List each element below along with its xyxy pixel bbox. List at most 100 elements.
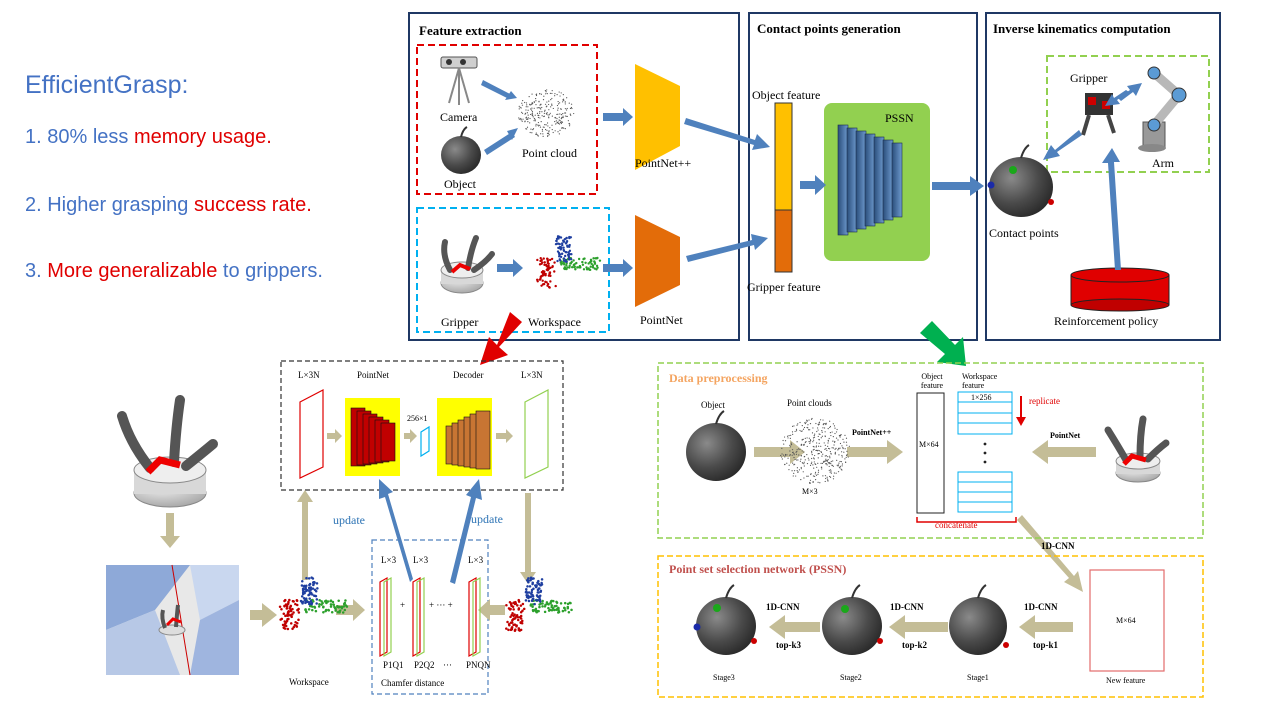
inverse-kinematics-panel (985, 12, 1221, 341)
contact-points-panel (748, 12, 978, 341)
contact-apple-icon (987, 144, 1054, 217)
update-arrows (379, 479, 482, 584)
apple-icon (441, 126, 481, 174)
object-feature-bar (774, 102, 793, 211)
stage3-apple (693, 584, 757, 655)
topk-label-1: top-k1 (1033, 640, 1059, 650)
pointnetpp-label: PointNet++ (635, 156, 692, 170)
chamfer-pq-1: P1Q1 (383, 660, 404, 670)
stage1-apple (949, 584, 1009, 655)
encoder-layers (350, 407, 396, 467)
contact-points-label: Contact points (989, 226, 1059, 240)
point-1-prefix: 1. 80% less (25, 126, 134, 148)
chamfer-pairs (379, 576, 481, 658)
gripper-icon-large (117, 395, 218, 508)
blue-arrows (481, 80, 1142, 277)
headline-point-2: 2. Higher grasping success rate. (25, 194, 312, 217)
decoder-layers (445, 410, 491, 470)
point-3-highlight: More generalizable (47, 260, 218, 282)
chamfer-plus: + (400, 600, 406, 610)
workspace-icon-bottom-right (505, 576, 573, 632)
concatenate-bracket (916, 517, 1017, 523)
chamfer-plus-dots: + ··· + (429, 600, 453, 610)
topk-label-3: top-k3 (776, 640, 802, 650)
dp-m64-label: M×64 (919, 440, 939, 449)
camera-icon (440, 56, 478, 105)
red-arrow (480, 312, 522, 365)
point-1-highlight: memory usage. (133, 126, 272, 148)
chamfer-dim-1: L×3 (381, 555, 397, 565)
output-parallelogram (524, 389, 549, 479)
pointnet-label: PointNet (640, 313, 683, 327)
dp-object-feature-label: Object feature (920, 372, 944, 390)
chamfer-dim-3: L×3 (468, 555, 484, 565)
cnn-label-3: 1D-CNN (766, 602, 800, 612)
inverse-kinematics-title: Inverse kinematics computation (993, 21, 1171, 36)
headline-title: EfficientGrasp: (25, 71, 189, 99)
chamfer-distance-label: Chamfer distance (381, 678, 445, 688)
point-3-prefix: 3. (25, 260, 48, 282)
point-2-prefix: 2. Higher grasping (25, 194, 194, 216)
headline-point-3: 3. More generalizable to grippers. (25, 260, 323, 283)
new-feature-dim: M×64 (1116, 616, 1136, 625)
pointnetpp-encoder (635, 64, 680, 170)
dp-title: Data preprocessing (669, 371, 768, 385)
cnn-label-2: 1D-CNN (890, 602, 924, 612)
stage1-label: Stage1 (967, 673, 989, 682)
stage2-label: Stage2 (840, 673, 862, 682)
workspace-feature-rows (957, 391, 1013, 513)
point-2-highlight: success rate. (193, 194, 312, 216)
workspace-icon-top (535, 235, 602, 289)
headline-point-1: 1. 80% less memory usage. (25, 126, 272, 149)
chamfer-pq-2: P2Q2 (414, 660, 435, 670)
dp-point-clouds-label: Point clouds (787, 398, 832, 408)
ae-pointnet-label: PointNet (357, 370, 390, 380)
pssn-layers (837, 124, 903, 236)
topk-label-2: top-k2 (902, 640, 928, 650)
dp-m3-label: M×3 (802, 487, 818, 496)
object-feature-label: Object feature (752, 88, 821, 102)
dp-pointnetpp-label: PointNet++ (852, 428, 892, 437)
chamfer-pq-dots: ··· (443, 660, 452, 670)
arm-label: Arm (1152, 156, 1174, 170)
pointnet-encoder (635, 215, 680, 307)
green-arrow (920, 321, 966, 366)
camera-label: Camera (440, 110, 478, 124)
stage3-label: Stage3 (713, 673, 735, 682)
pssn-label: PSSN (885, 111, 914, 125)
vertical-ellipsis (983, 442, 987, 464)
object-dashed-box (416, 44, 598, 195)
ae-decoder-label: Decoder (453, 370, 484, 380)
workspace-label: Workspace (528, 315, 582, 329)
pssn-box (657, 555, 1204, 698)
data-preprocessing-box (657, 362, 1204, 539)
input-parallelogram (299, 389, 324, 479)
dp-replicate-label: replicate (1029, 396, 1060, 406)
reinforcement-policy-label: Reinforcement policy (1054, 314, 1159, 328)
point-cloud-icon (518, 89, 575, 137)
ik-gripper-label: Gripper (1070, 71, 1108, 85)
new-feature-label: New feature (1106, 676, 1146, 685)
reinforcement-policy-cylinder (1070, 267, 1170, 312)
gripper-feature-bar (774, 209, 793, 273)
dp-apple-icon (686, 410, 746, 481)
dp-pointnet-label: PointNet (1050, 431, 1081, 440)
autoencoder-box (280, 360, 564, 491)
dp-cnn-label: 1D-CNN (1041, 541, 1075, 551)
contact-points-title: Contact points generation (757, 21, 901, 36)
feature-extraction-title: Feature extraction (419, 23, 522, 38)
pssn-title: Point set selection network (PSSN) (669, 562, 847, 576)
update-right-label: update (471, 512, 503, 526)
dp-concatenate-label: concatenate (935, 520, 978, 530)
dp-workspace-feature-label: Workspace feature (962, 372, 998, 390)
stage2-apple (822, 584, 883, 655)
point-3-suffix: to grippers. (217, 260, 323, 282)
ae-latent-dim: 256×1 (407, 414, 428, 423)
gripper-feature-label: Gripper feature (747, 280, 821, 294)
new-feature-box (1089, 569, 1165, 672)
object-label: Object (444, 177, 476, 191)
robot-arm-icon (1138, 66, 1187, 152)
arm-dashed-box (1046, 55, 1210, 173)
tan-arrows (160, 429, 1096, 639)
dp-point-cloud-icon (780, 417, 850, 485)
